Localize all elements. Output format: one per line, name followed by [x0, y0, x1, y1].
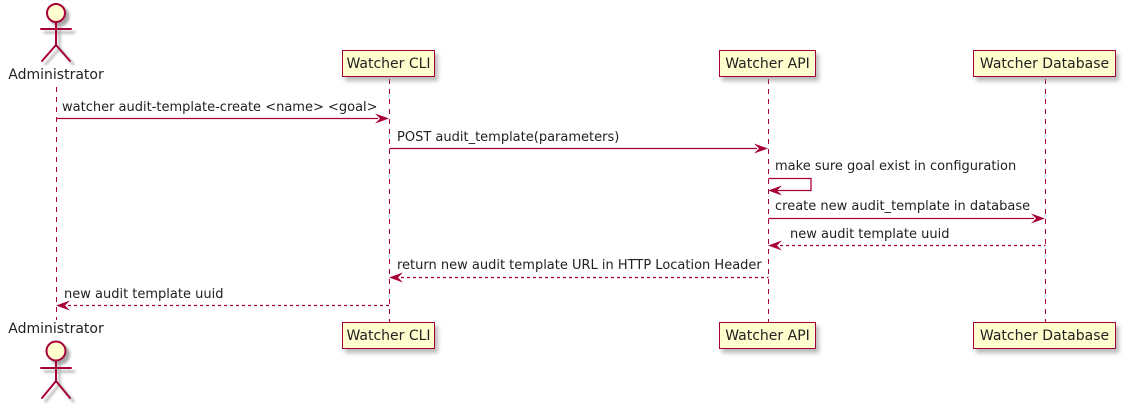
actor-label-administrator-top: Administrator [8, 67, 104, 83]
message-self-loop-3 [768, 177, 812, 196]
message-label-2: POST audit_template(parameters) [397, 130, 620, 145]
message-label-1: watcher audit-template-create <name> <go… [62, 100, 378, 115]
message-arrow-5 [768, 240, 1046, 251]
participant-watcher-database-top: Watcher Database [973, 50, 1116, 77]
participant-watcher-database-bottom: Watcher Database [973, 322, 1116, 349]
actor-icon-top [40, 3, 72, 62]
message-label-5: new audit template uuid [790, 227, 950, 242]
participant-watcher-cli-bottom: Watcher CLI [342, 322, 435, 349]
participant-watcher-api-top: Watcher API [719, 50, 816, 77]
actor-label-administrator-bottom: Administrator [8, 321, 104, 337]
actor-icon-bottom [40, 340, 72, 399]
message-label-7: new audit template uuid [64, 287, 224, 302]
participant-watcher-api-bottom: Watcher API [719, 322, 816, 349]
participant-watcher-cli-top: Watcher CLI [342, 50, 435, 77]
message-arrow-1 [56, 113, 389, 124]
message-label-4: create new audit_template in database [775, 199, 1031, 214]
message-arrow-4 [768, 213, 1045, 224]
message-arrow-7 [56, 300, 390, 311]
message-arrow-6 [389, 272, 769, 283]
message-arrow-2 [389, 143, 768, 154]
message-label-3: make sure goal exist in configuration [775, 159, 1017, 174]
message-label-6: return new audit template URL in HTTP Lo… [397, 258, 762, 273]
